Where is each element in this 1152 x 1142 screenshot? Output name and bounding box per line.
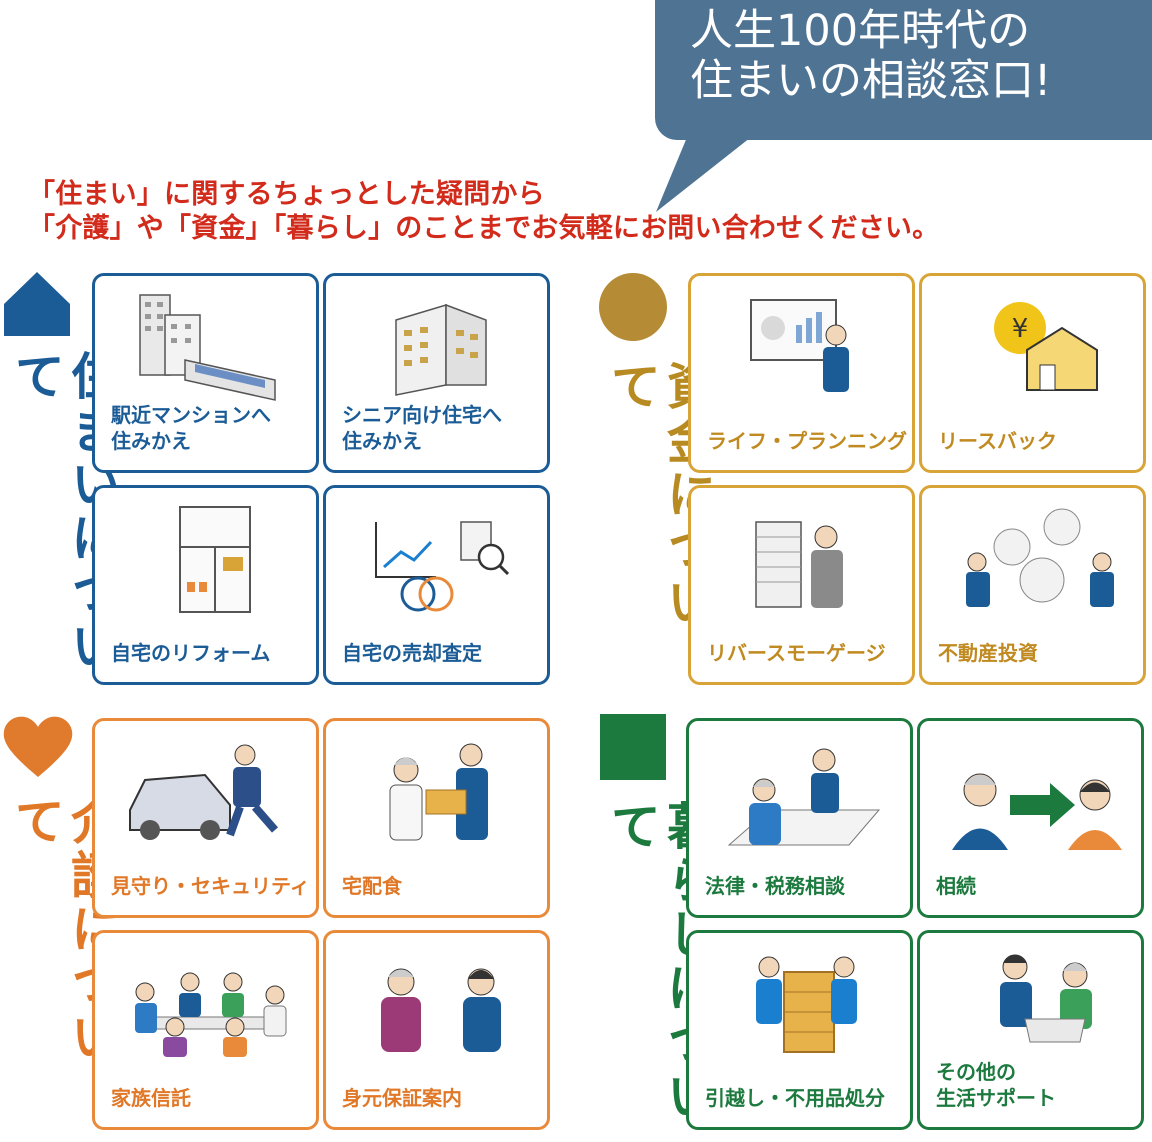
square-icon	[600, 714, 666, 780]
intro-line-2: 「介護」や「資金」「暮らし」のことまでお気軽にお問い合わせください。	[28, 213, 940, 244]
card-label: 自宅のリフォーム	[111, 641, 271, 665]
appraisal-chart-icon	[375, 521, 510, 612]
presenter-icon	[750, 299, 849, 392]
moving-boxes-icon	[756, 956, 857, 1053]
card-reverse-mortgage[interactable]: リバースモーゲージ	[688, 485, 915, 691]
svg-text:¥: ¥	[1012, 314, 1029, 344]
card-sale-appraisal[interactable]: 自宅の売却査定	[323, 485, 550, 691]
house-icon	[4, 272, 70, 336]
support-laptop-icon	[1000, 954, 1092, 1043]
bubble-headline: 人生100年時代の 住まいの相談窓口!	[690, 6, 1051, 106]
legal-consult-icon	[727, 748, 881, 846]
card-label: リースバック	[938, 429, 1057, 453]
bank-man-icon	[755, 521, 843, 608]
investment-icon	[966, 508, 1114, 607]
family-meeting-icon	[135, 972, 287, 1057]
card-label: ライフ・プランニング	[707, 429, 907, 453]
card-family-trust[interactable]: 家族信託	[92, 930, 319, 1136]
floor-plan-icon	[179, 506, 251, 613]
card-life-planning[interactable]: ライフ・プランニング	[688, 273, 915, 479]
bubble-line-1: 人生100年時代の	[690, 6, 1031, 56]
card-label: 駅近マンションへ 住みかえ	[111, 403, 271, 453]
card-label: 家族信託	[111, 1086, 191, 1110]
bubble-line-2: 住まいの相談窓口!	[690, 56, 1052, 106]
card-label: 宅配食	[342, 874, 402, 898]
security-guard-icon	[129, 744, 279, 840]
card-identity-guarantee[interactable]: 身元保証案内	[323, 930, 550, 1136]
card-inheritance[interactable]: 相続	[917, 718, 1144, 924]
intro-line-1: 「住まい」に関するちょっとした疑問から	[28, 179, 545, 210]
card-label: 自宅の売却査定	[342, 641, 482, 665]
circle-icon	[599, 273, 667, 341]
senior-housing-icon	[395, 303, 487, 396]
card-senior-housing[interactable]: シニア向け住宅へ 住みかえ	[323, 273, 550, 479]
card-moving-disposal[interactable]: 引越し・不用品処分	[686, 930, 913, 1136]
meal-delivery-icon	[389, 743, 488, 841]
card-label: 不動産投資	[938, 641, 1038, 665]
card-label: その他の 生活サポート	[936, 1060, 1056, 1110]
card-label: 引越し・不用品処分	[705, 1086, 885, 1110]
card-other-support[interactable]: その他の 生活サポート	[917, 930, 1144, 1136]
guarantee-consult-icon	[381, 968, 501, 1052]
speech-bubble	[655, 0, 1152, 140]
inheritance-arrow-icon	[952, 773, 1122, 850]
card-label: シニア向け住宅へ 住みかえ	[342, 403, 502, 453]
card-station-condo[interactable]: 駅近マンションへ 住みかえ	[92, 273, 319, 479]
card-meal-delivery[interactable]: 宅配食	[323, 718, 550, 924]
yen-house-icon: ¥	[994, 302, 1098, 391]
heart-icon	[3, 716, 73, 777]
card-leaseback[interactable]: ¥ リースバック	[919, 273, 1146, 479]
card-label: 法律・税務相談	[705, 874, 845, 898]
card-label: 相続	[936, 874, 976, 898]
card-label: リバースモーゲージ	[707, 641, 886, 665]
card-real-estate-investment[interactable]: 不動産投資	[919, 485, 1146, 691]
speech-bubble-tail	[656, 130, 760, 212]
card-label: 身元保証案内	[342, 1086, 462, 1110]
condo-train-icon	[139, 294, 276, 401]
card-security[interactable]: 見守り・セキュリティ	[92, 718, 319, 924]
intro-text: 「住まい」に関するちょっとした疑問から 「介護」や「資金」「暮らし」のことまでお…	[28, 178, 939, 246]
card-home-reform[interactable]: 自宅のリフォーム	[92, 485, 319, 691]
card-label: 見守り・セキュリティ	[111, 874, 310, 898]
card-legal-tax[interactable]: 法律・税務相談	[686, 718, 913, 924]
